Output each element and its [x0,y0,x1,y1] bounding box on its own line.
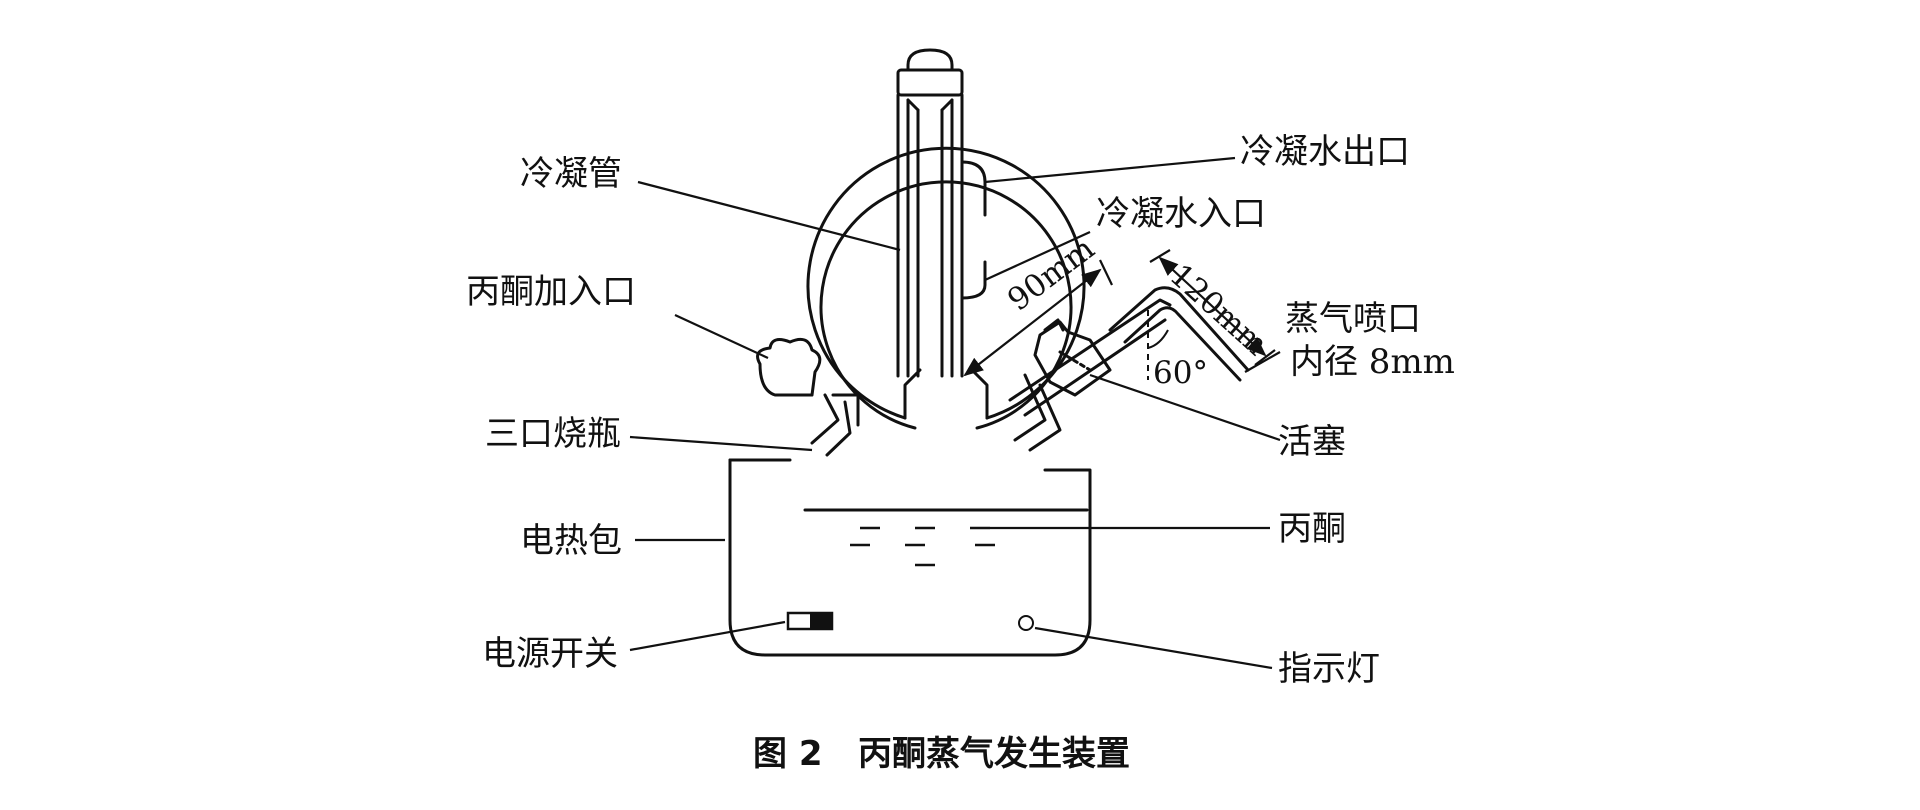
label-cooling-water-inlet: 冷凝水入口 [1096,194,1266,234]
power-switch [786,611,834,631]
acetone-inlet-stopper [756,337,822,397]
three-neck-flask [803,146,1089,567]
label-heating-mantle: 电热包 [520,521,622,561]
caption-title: 丙酮蒸气发生装置 [858,734,1130,774]
label-acetone: 丙酮 [1278,509,1346,549]
angle-text: 60° [1153,355,1208,391]
label-steam-nozzle: 蒸气喷口 [1285,299,1421,339]
label-inner-diameter: 内径 8mm [1290,342,1455,382]
dimension-90mm-text: 90mm [1001,231,1101,319]
label-stopcock: 活塞 [1278,422,1346,462]
label-power-switch: 电源开关 [482,634,618,674]
dimension-90mm: 90mm [963,231,1113,377]
label-acetone-inlet: 丙酮加入口 [466,272,636,312]
label-cooling-water-outlet: 冷凝水出口 [1240,132,1410,172]
heating-mantle [728,458,1092,657]
label-condenser: 冷凝管 [520,154,622,194]
indicator-light [1018,615,1034,631]
figure-caption: 图 2 丙酮蒸气发生装置 [753,734,1130,774]
label-indicator-light: 指示灯 [1278,649,1380,689]
dimension-120mm-text: 120mm [1163,257,1275,363]
caption-figure-number: 图 2 [753,734,823,774]
acetone-liquid [850,526,995,567]
leader-lines [629,156,1281,670]
cooling-water-inlet-tube [960,260,987,300]
condenser [896,48,987,378]
label-three-neck-flask: 三口烧瓶 [485,414,621,454]
